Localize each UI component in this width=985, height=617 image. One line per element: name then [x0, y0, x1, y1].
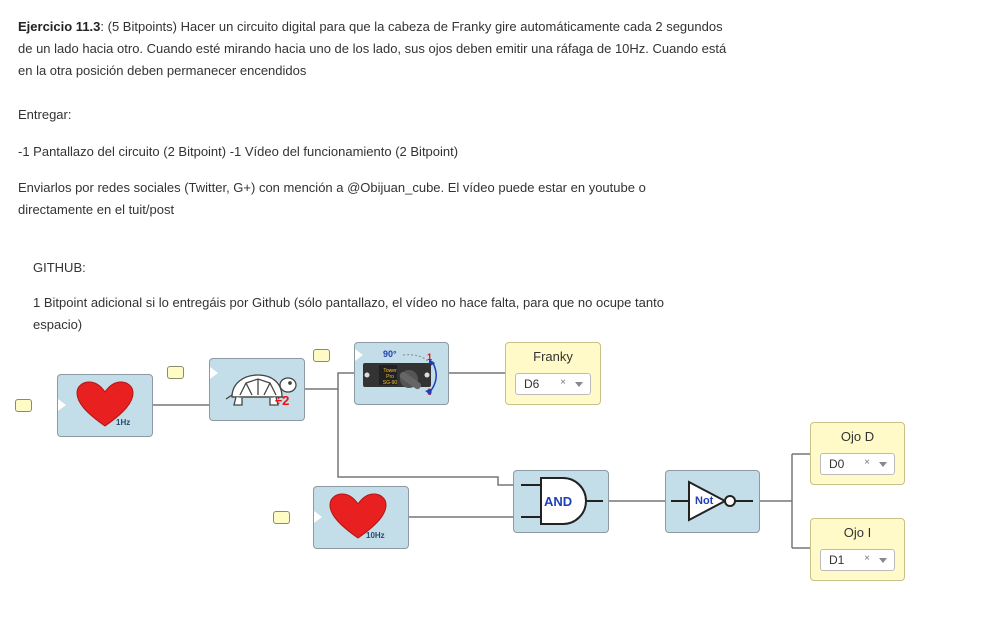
- divider-block[interactable]: ÷2: [209, 358, 305, 421]
- servo-brand: Tower Pro SG-90: [380, 368, 400, 386]
- servo-brand-line3: SG-90: [382, 380, 398, 386]
- output-ojo-i-title: Ojo I: [843, 525, 872, 540]
- clear-icon[interactable]: ×: [864, 553, 870, 564]
- clock-1hz-block[interactable]: 1Hz: [57, 374, 153, 437]
- selected-pin: D6: [524, 377, 540, 391]
- clock-10hz-block[interactable]: 10Hz: [313, 486, 409, 549]
- servo-block[interactable]: 90° 1 0 Tower Pro SG-90: [354, 342, 449, 405]
- output-ojo-i: Ojo I D1 ×: [810, 518, 905, 581]
- block-input-arrow: [57, 398, 66, 412]
- chevron-down-icon[interactable]: [879, 462, 887, 467]
- exercise-heading: Ejercicio 11.3: [18, 19, 101, 34]
- deliver-label: Entregar:: [18, 107, 72, 122]
- block-input-arrow: [209, 366, 218, 380]
- heart-icon: [76, 381, 134, 427]
- servo-pos-high-label: 1: [427, 352, 433, 362]
- clock-1hz-input-pin[interactable]: [15, 399, 32, 412]
- clock-10hz-input-pin[interactable]: [273, 511, 290, 524]
- servo-brand-line1: Tower: [383, 368, 397, 374]
- output-franky-title: Franky: [533, 349, 573, 364]
- exercise-statement: Ejercicio 11.3: (5 Bitpoints) Hacer un c…: [18, 16, 738, 82]
- output-franky-pin-select[interactable]: D6 ×: [515, 373, 591, 395]
- chevron-down-icon[interactable]: [575, 382, 583, 387]
- turtle-icon: [225, 374, 297, 406]
- and-gate-icon: [521, 477, 603, 525]
- servo-icon: [363, 354, 437, 395]
- servo-brand-line2: Pro: [386, 374, 394, 380]
- divider-label: ÷2: [275, 393, 290, 408]
- block-input-arrow: [313, 510, 322, 524]
- divider-input-pin[interactable]: [167, 366, 184, 379]
- servo-input-pin[interactable]: [313, 349, 330, 362]
- exercise-description: : (5 Bitpoints) Hacer un circuito digita…: [18, 19, 727, 78]
- selected-pin: D1: [829, 553, 845, 567]
- clock-1hz-label: 1Hz: [116, 418, 131, 427]
- and-gate-block[interactable]: AND: [513, 470, 609, 533]
- block-input-arrow: [354, 348, 363, 362]
- servo-angle-label: 90°: [383, 349, 397, 359]
- output-ojo-d-pin-select[interactable]: D0 ×: [820, 453, 895, 475]
- clock-10hz-label: 10Hz: [366, 531, 385, 540]
- not-gate-label: Not: [695, 495, 714, 507]
- selected-pin: D0: [829, 457, 845, 471]
- output-ojo-i-pin-select[interactable]: D1 ×: [820, 549, 895, 571]
- github-note: 1 Bitpoint adicional si lo entregáis por…: [33, 295, 664, 332]
- heart-icon: [329, 493, 387, 539]
- social-note: Enviarlos por redes sociales (Twitter, G…: [18, 180, 646, 217]
- output-ojo-d-title: Ojo D: [840, 429, 875, 444]
- not-gate-block[interactable]: Not: [665, 470, 760, 533]
- output-franky: Franky D6 ×: [505, 342, 601, 405]
- not-gate-icon: [671, 480, 753, 522]
- clear-icon[interactable]: ×: [560, 377, 566, 388]
- deliverables-text: -1 Pantallazo del circuito (2 Bitpoint) …: [18, 144, 459, 159]
- output-ojo-d: Ojo D D0 ×: [810, 422, 905, 485]
- chevron-down-icon[interactable]: [879, 558, 887, 563]
- clear-icon[interactable]: ×: [864, 457, 870, 468]
- github-label: GITHUB:: [33, 260, 86, 275]
- and-gate-label: AND: [544, 494, 573, 509]
